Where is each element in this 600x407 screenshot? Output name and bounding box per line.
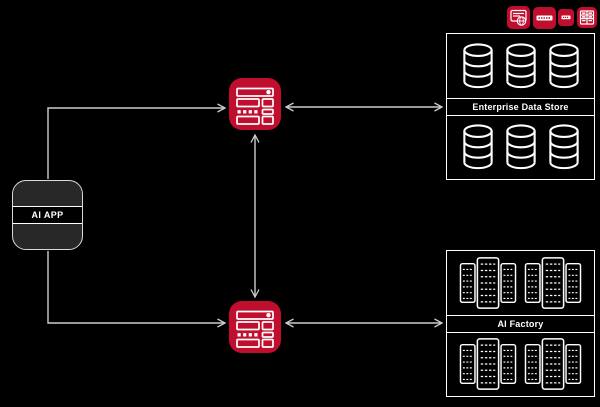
datastore-top-row xyxy=(447,34,594,98)
datastore-label: Enterprise Data Store xyxy=(472,101,569,112)
aifactory-top-row xyxy=(447,251,594,315)
aifactory-label: AI Factory xyxy=(497,318,544,329)
ai-app-label: AI APP xyxy=(31,210,64,220)
data-table-icon xyxy=(577,7,597,28)
database-cylinder-icon xyxy=(548,43,579,88)
database-cylinder-icon xyxy=(505,124,536,170)
server-rack-cluster-icon xyxy=(524,338,582,391)
database-cylinder-icon xyxy=(462,43,493,88)
small-wordmark-icon xyxy=(558,9,574,26)
server-rack-cluster-icon xyxy=(459,256,517,309)
app-window-globe-icon xyxy=(507,6,530,29)
gateway-appliance-icon-bottom xyxy=(229,301,281,353)
ai-app-node: AI APP xyxy=(12,180,83,250)
datastore-bottom-row xyxy=(447,116,594,180)
aifactory-label-band: AI Factory xyxy=(447,314,594,333)
edge-aiapp-to-gateway-bottom xyxy=(47,251,227,328)
aifactory-bottom-row xyxy=(447,333,594,397)
enterprise-data-store-box: Enterprise Data Store xyxy=(446,33,595,180)
wordmark-pill-icon xyxy=(533,7,556,29)
edge-aiapp-to-gateway-top xyxy=(47,103,227,179)
database-cylinder-icon xyxy=(462,124,493,170)
gateway-appliance-icon-top xyxy=(229,78,281,130)
database-cylinder-icon xyxy=(505,43,536,88)
ai-app-label-band: AI APP xyxy=(13,206,82,224)
server-rack-cluster-icon xyxy=(459,338,517,391)
datastore-label-band: Enterprise Data Store xyxy=(447,97,594,116)
ai-factory-box: AI Factory xyxy=(446,250,595,397)
database-cylinder-icon xyxy=(548,124,579,170)
server-rack-cluster-icon xyxy=(524,256,582,309)
